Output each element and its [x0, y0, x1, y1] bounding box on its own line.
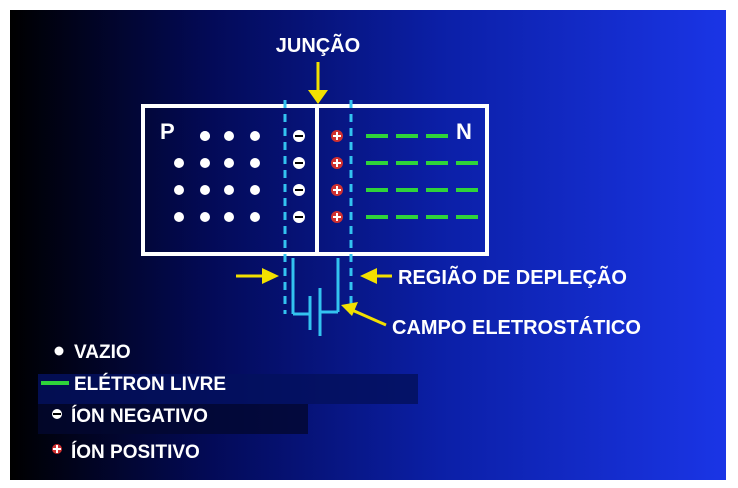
- depletion-label: REGIÃO DE DEPLEÇÃO: [398, 266, 627, 289]
- diagram-panel: JUNÇÃO P N: [10, 10, 726, 480]
- hole: [200, 185, 210, 195]
- hole: [200, 131, 210, 141]
- free-electron: [396, 134, 418, 138]
- field-arrowhead: [341, 302, 358, 316]
- negative-ion: [293, 157, 305, 169]
- depletion-arrowhead-right: [360, 268, 377, 284]
- holes-group: [174, 131, 260, 222]
- free-electron: [396, 188, 418, 192]
- legend-strip-2: [38, 404, 308, 434]
- junction-label: JUNÇÃO: [276, 34, 360, 57]
- positive-ion: [331, 184, 343, 196]
- hole: [250, 131, 260, 141]
- legend-negative-ion-label: ÍON NEGATIVO: [71, 405, 208, 427]
- negative-ion: [293, 184, 305, 196]
- negative-ions-group: [293, 130, 305, 223]
- negative-ion: [293, 211, 305, 223]
- hole: [224, 212, 234, 222]
- positive-ions-group: [331, 130, 343, 223]
- hole: [174, 212, 184, 222]
- hole: [250, 212, 260, 222]
- hole: [250, 185, 260, 195]
- p-label: P: [160, 119, 175, 144]
- positive-ion: [331, 211, 343, 223]
- free-electron: [426, 161, 448, 165]
- free-electron: [456, 188, 478, 192]
- free-electron: [366, 188, 388, 192]
- hole: [224, 158, 234, 168]
- free-electron: [366, 161, 388, 165]
- free-electron: [426, 134, 448, 138]
- legend-hole-label: VAZIO: [74, 342, 131, 363]
- free-electron: [426, 188, 448, 192]
- free-electron: [366, 215, 388, 219]
- positive-ion: [331, 157, 343, 169]
- hole: [250, 158, 260, 168]
- negative-ion: [293, 130, 305, 142]
- legend: VAZIO ELÉTRON LIVRE ÍON NEGATIVO ÍON POS…: [41, 342, 226, 463]
- free-electron: [396, 161, 418, 165]
- free-electron: [456, 161, 478, 165]
- legend-negative-ion-icon: [52, 409, 62, 419]
- legend-positive-ion-icon: [52, 444, 62, 454]
- free-electron: [456, 215, 478, 219]
- n-label: N: [456, 119, 472, 144]
- legend-positive-ion-label: ÍON POSITIVO: [71, 441, 200, 463]
- junction-arrowhead: [308, 90, 328, 104]
- legend-electron-icon: [41, 381, 69, 385]
- free-electron: [366, 134, 388, 138]
- pn-junction-diagram: JUNÇÃO P N: [38, 34, 641, 463]
- hole: [224, 185, 234, 195]
- field-arrow: [351, 308, 387, 327]
- legend-electron-label: ELÉTRON LIVRE: [74, 373, 226, 395]
- hole: [200, 212, 210, 222]
- depletion-arrowhead-left: [262, 268, 279, 284]
- hole: [174, 185, 184, 195]
- field-symbol: [291, 258, 340, 336]
- legend-strip-1: [38, 374, 418, 404]
- field-label: CAMPO ELETROSTÁTICO: [392, 316, 641, 339]
- free-electron: [396, 215, 418, 219]
- hole: [200, 158, 210, 168]
- legend-hole-icon: [54, 346, 64, 356]
- positive-ion: [331, 130, 343, 142]
- hole: [174, 158, 184, 168]
- free-electrons-group: [366, 134, 478, 219]
- hole: [224, 131, 234, 141]
- free-electron: [426, 215, 448, 219]
